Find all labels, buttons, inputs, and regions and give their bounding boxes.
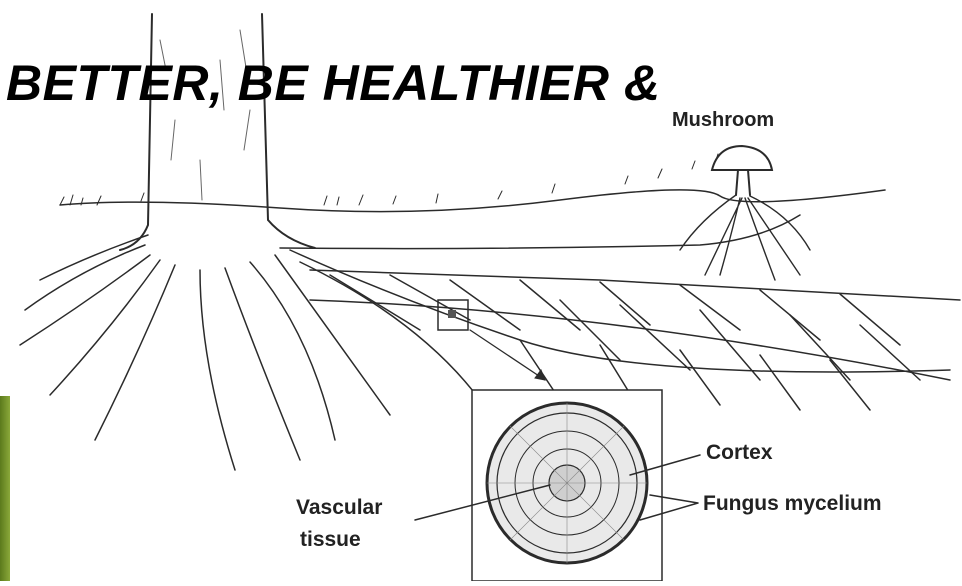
- mushroom-cap: [712, 146, 772, 170]
- green-side-bar: [0, 396, 10, 581]
- fungus-mycelium-label: Fungus mycelium: [703, 492, 882, 516]
- tree-trunk: [120, 14, 315, 250]
- tissue-label: tissue: [300, 528, 361, 552]
- mushroom-label: Mushroom: [672, 109, 774, 132]
- magnify-pointer: [470, 330, 545, 380]
- ground-line: [60, 190, 885, 212]
- cortex-label: Cortex: [706, 441, 773, 465]
- vascular-label: Vascular: [296, 496, 382, 520]
- grass-texture: [60, 146, 742, 205]
- headline-text: BETTER, BE HEALTHIER &: [6, 58, 661, 108]
- mushroom-stem: [736, 170, 750, 195]
